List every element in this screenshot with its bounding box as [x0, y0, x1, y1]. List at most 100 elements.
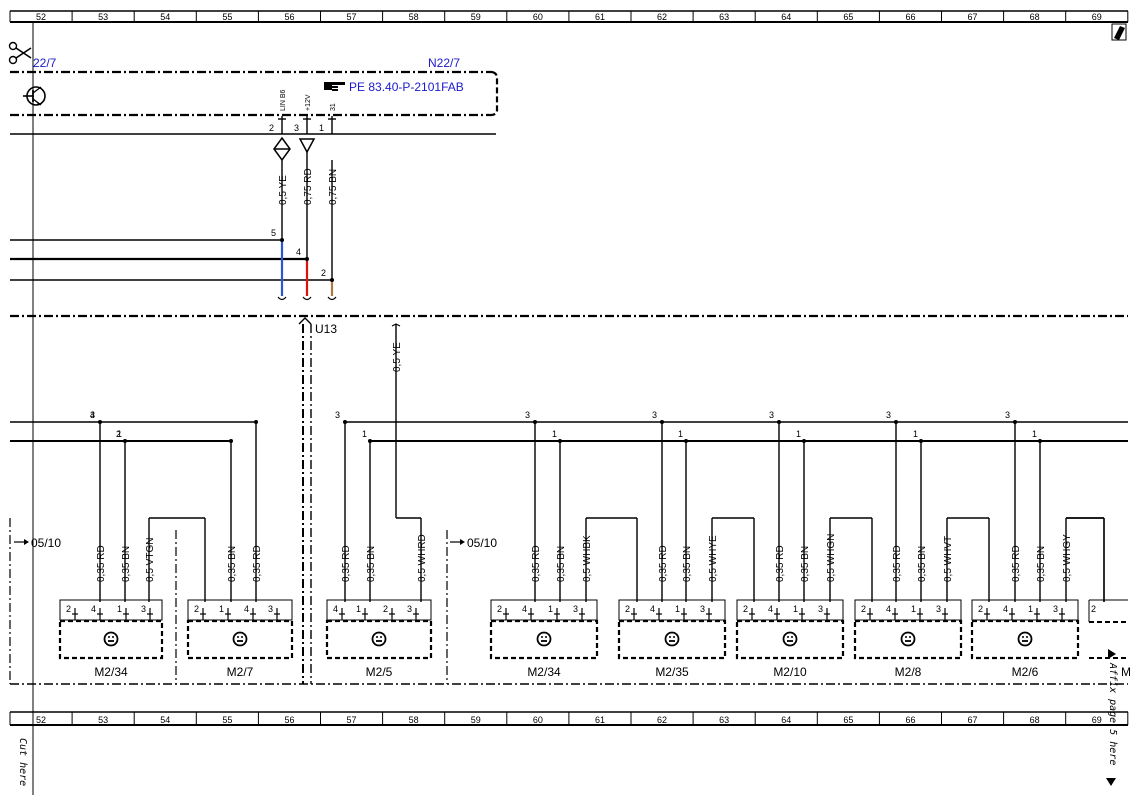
grid-bottom-cell: 64 — [781, 715, 791, 725]
grid-bottom-cell: 69 — [1092, 715, 1102, 725]
motor-name: M2/10 — [773, 665, 807, 679]
bus-right-bottom-num: 1 — [362, 429, 367, 439]
motor-pin-num: 4 — [886, 604, 891, 614]
grid-bottom-cell: 58 — [409, 715, 419, 725]
motor-pin-num: 1 — [1028, 604, 1033, 614]
grid-bottom-cell: 62 — [657, 715, 667, 725]
motor-pin-num: 1 — [219, 604, 224, 614]
motor-pin-num: 4 — [333, 604, 338, 614]
grid-bottom-cell: 68 — [1030, 715, 1040, 725]
transistor-icon — [23, 86, 46, 106]
motor-wire-label: 0,35 RD — [96, 545, 107, 582]
motors: 0,35 RD 0,35 BN 0,5 VTGN 3 1 2 4 1 3M2/34 0,35 BN… — [58, 410, 1105, 679]
page-corner-icon — [1111, 23, 1127, 41]
bus-tap-num: 3 — [90, 410, 95, 420]
grid-top-cell: 68 — [1030, 12, 1040, 22]
motor-wire-label: 0,35 RD — [341, 545, 352, 582]
affix-note: Affix page 5 here — [1106, 649, 1118, 786]
motor-icon — [900, 631, 916, 647]
grid-top-cell: 61 — [595, 12, 605, 22]
motor-pin-num: 1 — [675, 604, 680, 614]
bus-tap-num: 1 — [552, 429, 557, 439]
bus-left-bottom-num: 2 — [116, 429, 121, 439]
ref-left: 05/10 — [14, 536, 61, 550]
grid-top-cell: 63 — [719, 12, 729, 22]
motor-pin-num: 1 — [356, 604, 361, 614]
motor-icon — [103, 631, 119, 647]
motor-pin-num: 3 — [818, 604, 823, 614]
partial-motor: 2 M — [1066, 517, 1131, 679]
grid-top-cell: 69 — [1092, 12, 1102, 22]
grid-bottom-cell: 63 — [719, 715, 729, 725]
grid-bottom-cell: 61 — [595, 715, 605, 725]
unit-pin-num: 3 — [294, 123, 299, 133]
grid-top-cell: 56 — [284, 12, 294, 22]
u13-connector: U13 0,5 YE — [298, 317, 403, 684]
grid-bottom-cell: 56 — [284, 715, 294, 725]
motor-wire-label: 0,35 BN — [800, 546, 811, 582]
motor-icon — [1017, 631, 1033, 647]
motor-pin-num: 4 — [1003, 604, 1008, 614]
motor-name: M2/6 — [1012, 665, 1039, 679]
motor-icon — [536, 631, 552, 647]
grid-top-cell: 67 — [968, 12, 978, 22]
upper-wire-label: 0,75 BN — [328, 169, 339, 205]
grid-top-cell: 58 — [409, 12, 419, 22]
motor-wire-label: 0,35 RD — [1011, 545, 1022, 582]
svg-text:Affix page 5 here: Affix page 5 here — [1107, 662, 1118, 765]
motor-wire-label: 0,35 BN — [1036, 546, 1047, 582]
motor-pin-num: 2 — [194, 604, 199, 614]
svg-text:05/10: 05/10 — [31, 536, 61, 550]
motor-wire-label: 0,35 BN — [682, 546, 693, 582]
motor-wire-label: 0,35 RD — [252, 545, 263, 582]
grid-bottom-cell: 60 — [533, 715, 543, 725]
bus-tap-num: 3 — [1005, 410, 1010, 420]
motor-pin-num: 3 — [141, 604, 146, 614]
motor-wire-label: 0,35 RD — [658, 545, 669, 582]
motor-icon — [664, 631, 680, 647]
motor-pin-num: 4 — [244, 604, 249, 614]
motor-pin-num: 2 — [497, 604, 502, 614]
motor-wire-label: 0,5 VTGN — [145, 538, 156, 582]
bus-tap-num: 1 — [796, 429, 801, 439]
unit-pin-signal: LIN B6 — [280, 89, 287, 111]
motor-pin-num: 1 — [117, 604, 122, 614]
motor-pin-num: 3 — [573, 604, 578, 614]
upper-wire-label: 0,5 YE — [278, 175, 289, 205]
motor-name: M2/7 — [227, 665, 254, 679]
motor-wire-label: 0,35 BN — [366, 546, 377, 582]
upper-junction-num: 2 — [321, 268, 326, 278]
motor-wire-label: 0,5 WHGY — [1062, 534, 1073, 582]
motor-pin-num: 4 — [768, 604, 773, 614]
grid-top-cell: 60 — [533, 12, 543, 22]
upper-junction-num: 5 — [271, 228, 276, 238]
motor-wire-label: 0,5 WHGN — [826, 534, 837, 582]
grid-bottom-cell: 53 — [98, 715, 108, 725]
motor-wire-label: 0,35 BN — [917, 546, 928, 582]
grid-top-cell: 62 — [657, 12, 667, 22]
bus-tap-num: 1 — [913, 429, 918, 439]
motor-wire-label: 0,35 BN — [121, 546, 132, 582]
unit-right-label: N22/7 — [428, 56, 460, 70]
motor-pin-num: 2 — [625, 604, 630, 614]
motor-pin-num: 3 — [936, 604, 941, 614]
motor-wire-label: 0,35 RD — [531, 545, 542, 582]
bus-tap-num: 3 — [652, 410, 657, 420]
motor-name: M2/35 — [655, 665, 689, 679]
grid-top-cell: 54 — [160, 12, 170, 22]
motor-wire-label: 0,5 WHBK — [582, 535, 593, 582]
grid-top-cell: 64 — [781, 12, 791, 22]
motor-name: M2/34 — [527, 665, 561, 679]
grid-top-cell: 52 — [36, 12, 46, 22]
bus-tap-num: 3 — [886, 410, 891, 420]
